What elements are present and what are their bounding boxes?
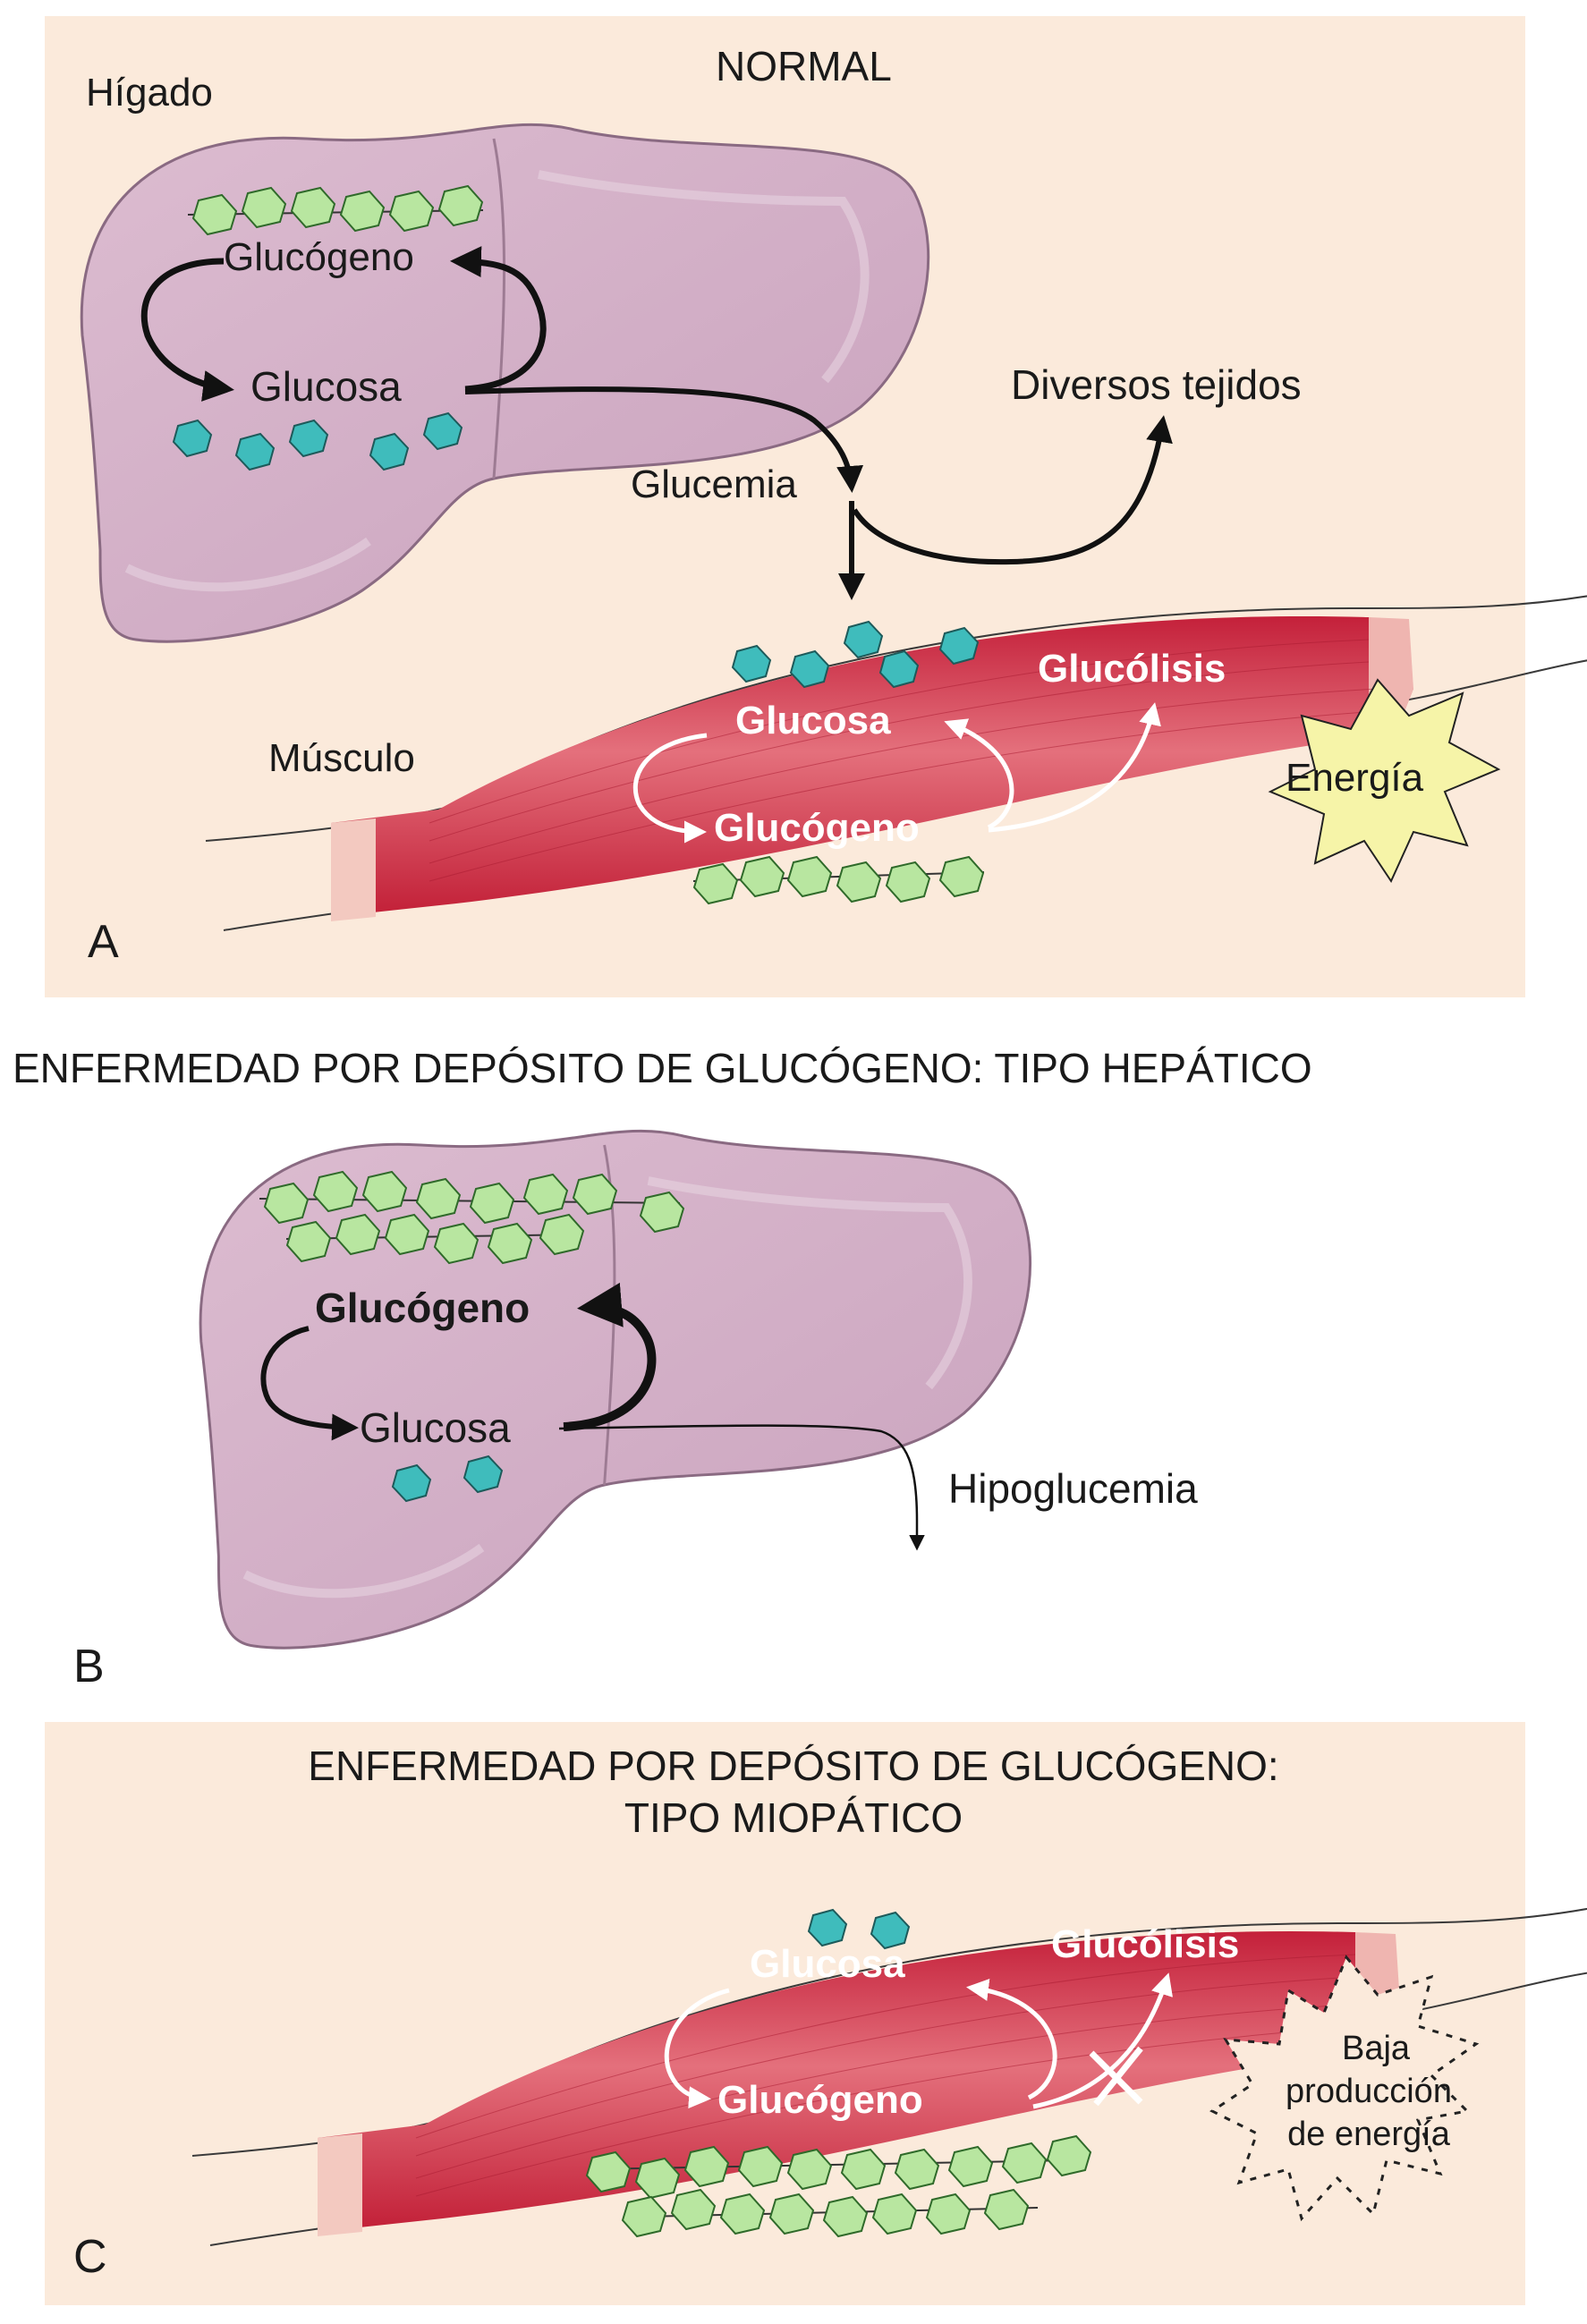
panel-a-letter: A: [88, 916, 119, 968]
panel-c-title-line1: ENFERMEDAD POR DEPÓSITO DE GLUCÓGENO:: [308, 1743, 1278, 1789]
liver-glycogenolysis-arrow: [140, 258, 234, 402]
glucose-to-blood-arrow: [464, 386, 864, 493]
low-energy-line3: de energía: [1287, 2116, 1451, 2153]
liver-glucose-label: Glucosa: [250, 363, 402, 410]
hepatic-glycogenolysis-arrow: [260, 1326, 359, 1441]
panel-b-letter: B: [73, 1641, 105, 1692]
hypoglycemia-arrow: [558, 1424, 925, 1551]
muscle-glycogen-to-glucose-arrow: [632, 733, 708, 844]
low-energy-line1: Baja: [1342, 2030, 1411, 2067]
low-energy-burst: [1209, 1955, 1480, 2222]
muscle-label: Músculo: [268, 736, 415, 780]
energy-burst: [1268, 678, 1501, 884]
panel-a: Hígado NORMAL Glucógeno Glucosa Glucemia…: [45, 16, 1587, 997]
energy-label: Energía: [1286, 756, 1424, 800]
liver-glycogenesis-arrow: [450, 246, 547, 393]
myopathic-glycogen-chains: [586, 2135, 1091, 2237]
low-energy-line2: producción: [1286, 2073, 1452, 2110]
blood-to-tissues-arrow: [852, 415, 1173, 565]
glycolysis-label: Glucólisis: [1038, 647, 1226, 691]
panel-b-title: ENFERMEDAD POR DEPÓSITO DE GLUCÓGENO: TI…: [13, 1045, 1312, 1091]
hepatic-glucose-label: Glucosa: [360, 1404, 511, 1451]
glycolysis-block-x: [1089, 2046, 1143, 2107]
hypoglycemia-label: Hipoglucemia: [948, 1465, 1198, 1512]
myopathic-glycolysis-label: Glucólisis: [1051, 1922, 1239, 1966]
hepatic-glycogen-chains: [259, 1171, 684, 1264]
myopathic-glucose-label: Glucosa: [750, 1942, 905, 1986]
blocked-glycolysis-arrow: [1032, 1972, 1173, 2109]
muscle-glucose-label: Glucosa: [735, 699, 891, 742]
liver-glycogen-chain: [187, 185, 484, 235]
panel-c-letter: C: [73, 2231, 107, 2283]
muscle-glycogen-label: Glucógeno: [714, 806, 920, 850]
blood-glucose-label: Glucemia: [631, 462, 797, 506]
panel-c-title-line2: TIPO MIOPÁTICO: [624, 1794, 963, 1841]
tissues-label: Diversos tejidos: [1011, 361, 1302, 408]
panel-c: ENFERMEDAD POR DEPÓSITO DE GLUCÓGENO: TI…: [45, 1722, 1587, 2305]
myopathic-glycogen-label: Glucógeno: [717, 2078, 923, 2122]
myopathic-glycogen-to-glucose-arrow: [664, 1988, 730, 2109]
liver-glycogen-label: Glucógeno: [224, 235, 414, 279]
panel-b: ENFERMEDAD POR DEPÓSITO DE GLUCÓGENO: TI…: [13, 1045, 1312, 1692]
muscle-glucose-to-glycogen-arrow: [944, 718, 1014, 830]
glycolysis-arrow: [988, 702, 1161, 833]
myopathic-glucose-to-glycogen-arrow: [966, 1979, 1057, 2100]
muscle-glycogen-chain: [692, 856, 985, 904]
liver-label: Hígado: [86, 71, 213, 115]
hepatic-glycogenesis-arrow: [563, 1282, 657, 1431]
panel-a-title: NORMAL: [716, 43, 892, 89]
hepatic-glycogen-label: Glucógeno: [315, 1285, 530, 1331]
